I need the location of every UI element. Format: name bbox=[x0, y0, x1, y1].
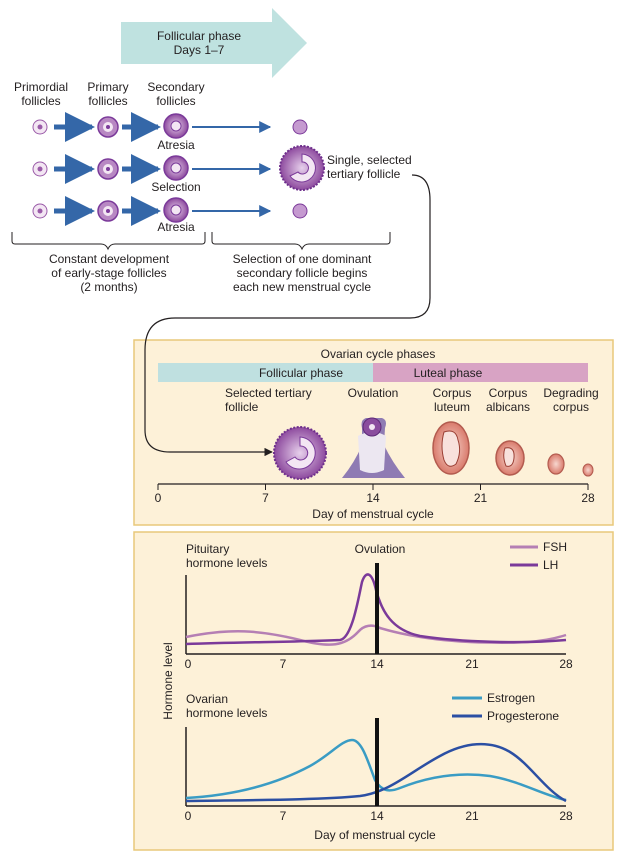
primordial-follicle-icon bbox=[32, 119, 48, 135]
ovarian-tick-28: 28 bbox=[581, 491, 595, 505]
ovarian-hormones-title-2: hormone levels bbox=[186, 706, 267, 720]
brace-right-line2: secondary follicle begins bbox=[237, 266, 368, 280]
tertiary-follicle-icon bbox=[279, 145, 325, 191]
ov-tick-7: 7 bbox=[280, 809, 287, 823]
stage-degrading-1: Degrading bbox=[543, 386, 598, 400]
stage-labels: Primordial follicles Primary follicles S… bbox=[14, 80, 205, 108]
primordial-label-2: follicles bbox=[21, 94, 60, 108]
brace-right-line1: Selection of one dominant bbox=[233, 252, 372, 266]
primary-follicle-icon bbox=[97, 158, 119, 180]
brace-right-line3: each new menstrual cycle bbox=[233, 280, 371, 294]
stage-selected-tertiary-1: Selected tertiary bbox=[225, 386, 312, 400]
ovarian-panel-title: Ovarian cycle phases bbox=[321, 347, 436, 361]
estrogen-curve bbox=[185, 738, 567, 802]
luteal-bar-label: Luteal phase bbox=[414, 366, 483, 380]
stage-selected-tertiary-2: follicle bbox=[225, 400, 259, 414]
legend-estrogen-label: Estrogen bbox=[487, 691, 535, 705]
secondary-follicle-icon bbox=[163, 155, 189, 181]
stage-corpus-luteum-2: luteum bbox=[434, 400, 470, 414]
ovulation-illustration bbox=[342, 417, 405, 478]
ovarian-tick-7: 7 bbox=[262, 491, 269, 505]
ov-tick-0: 0 bbox=[185, 809, 192, 823]
hormone-level-ylabel: Hormone level bbox=[161, 642, 175, 719]
stage-ovulation: Ovulation bbox=[348, 386, 399, 400]
secondary-label-1: Secondary bbox=[147, 80, 204, 94]
ovarian-tick-14: 14 bbox=[366, 491, 380, 505]
brace-left-line2: of early-stage follicles bbox=[51, 266, 166, 280]
primary-follicle-icon bbox=[97, 200, 119, 222]
secondary-follicle-icon bbox=[163, 113, 189, 139]
atretic-follicle-icon bbox=[292, 203, 308, 219]
stage-corpus-albicans-2: albicans bbox=[486, 400, 530, 414]
legend-progesterone-label: Progesterone bbox=[487, 709, 559, 723]
stage-corpus-luteum-1: Corpus bbox=[433, 386, 472, 400]
pit-tick-0: 0 bbox=[185, 657, 192, 671]
primary-follicle-icon bbox=[97, 116, 119, 138]
follicle-row-atresia-1: Atresia bbox=[32, 112, 308, 152]
progesterone-curve bbox=[185, 742, 567, 803]
atresia-label-2: Atresia bbox=[157, 220, 195, 234]
connector-arrow bbox=[144, 174, 431, 457]
ovarian-tick-0: 0 bbox=[155, 491, 162, 505]
pituitary-title-1: Pituitary bbox=[186, 542, 229, 556]
brace-left-line1: Constant development bbox=[49, 252, 170, 266]
stage-degrading-2: corpus bbox=[553, 400, 589, 414]
ovarian-tick-21: 21 bbox=[474, 491, 488, 505]
selection-label: Selection bbox=[151, 180, 200, 194]
selected-label-1: Single, selected bbox=[327, 153, 412, 167]
hormone-axis-label: Day of menstrual cycle bbox=[314, 828, 436, 842]
secondary-follicle-icon bbox=[163, 197, 189, 223]
atresia-label-1: Atresia bbox=[157, 138, 195, 152]
brace-right: Selection of one dominant secondary foll… bbox=[211, 232, 391, 294]
ov-tick-21: 21 bbox=[465, 809, 479, 823]
lh-curve bbox=[185, 573, 567, 646]
legend-lh-label: LH bbox=[543, 558, 558, 572]
primordial-label-1: Primordial bbox=[14, 80, 68, 94]
ovarian-axis: 0 7 14 21 28 Day of menstrual cycle bbox=[155, 483, 595, 521]
primary-label-2: follicles bbox=[88, 94, 127, 108]
corpus-luteum-illustration bbox=[432, 421, 470, 475]
ov-tick-28: 28 bbox=[559, 809, 573, 823]
primary-label-1: Primary bbox=[87, 80, 128, 94]
corpus-albicans-illustration bbox=[495, 440, 525, 476]
phase-arrow-line1: Follicular phase bbox=[157, 29, 241, 43]
primordial-follicle-icon bbox=[32, 161, 48, 177]
tertiary-follicle-illustration bbox=[273, 426, 327, 480]
follicle-row-selection: Selection Single, selected tertiary foll… bbox=[32, 145, 412, 194]
legend-fsh-label: FSH bbox=[543, 540, 567, 554]
follicular-bar-label: Follicular phase bbox=[259, 366, 343, 380]
phase-arrow-line2: Days 1–7 bbox=[174, 43, 225, 57]
pit-tick-7: 7 bbox=[280, 657, 287, 671]
brace-left: Constant development of early-stage foll… bbox=[11, 232, 206, 294]
follicle-row-atresia-2: Atresia bbox=[32, 196, 308, 234]
atretic-follicle-icon bbox=[292, 119, 308, 135]
selected-label-2: tertiary follicle bbox=[327, 167, 401, 181]
follicular-phase-bar bbox=[158, 363, 373, 382]
degrading-corpus-illustration bbox=[547, 453, 594, 477]
luteal-phase-bar bbox=[373, 363, 588, 382]
ovarian-hormones-title-1: Ovarian bbox=[186, 692, 228, 706]
ovarian-axis-label: Day of menstrual cycle bbox=[312, 507, 434, 521]
pit-tick-14: 14 bbox=[370, 657, 384, 671]
ovulation-label: Ovulation bbox=[355, 542, 406, 556]
pit-tick-28: 28 bbox=[559, 657, 573, 671]
follicular-phase-arrow: Follicular phase Days 1–7 bbox=[121, 8, 307, 78]
secondary-label-2: follicles bbox=[156, 94, 195, 108]
primordial-follicle-icon bbox=[32, 203, 48, 219]
pit-tick-21: 21 bbox=[465, 657, 479, 671]
brace-left-line3: (2 months) bbox=[80, 280, 137, 294]
pituitary-chart: 0 7 14 21 28 bbox=[185, 573, 573, 671]
stage-corpus-albicans-1: Corpus bbox=[489, 386, 528, 400]
pituitary-title-2: hormone levels bbox=[186, 556, 267, 570]
ov-tick-14: 14 bbox=[370, 809, 384, 823]
